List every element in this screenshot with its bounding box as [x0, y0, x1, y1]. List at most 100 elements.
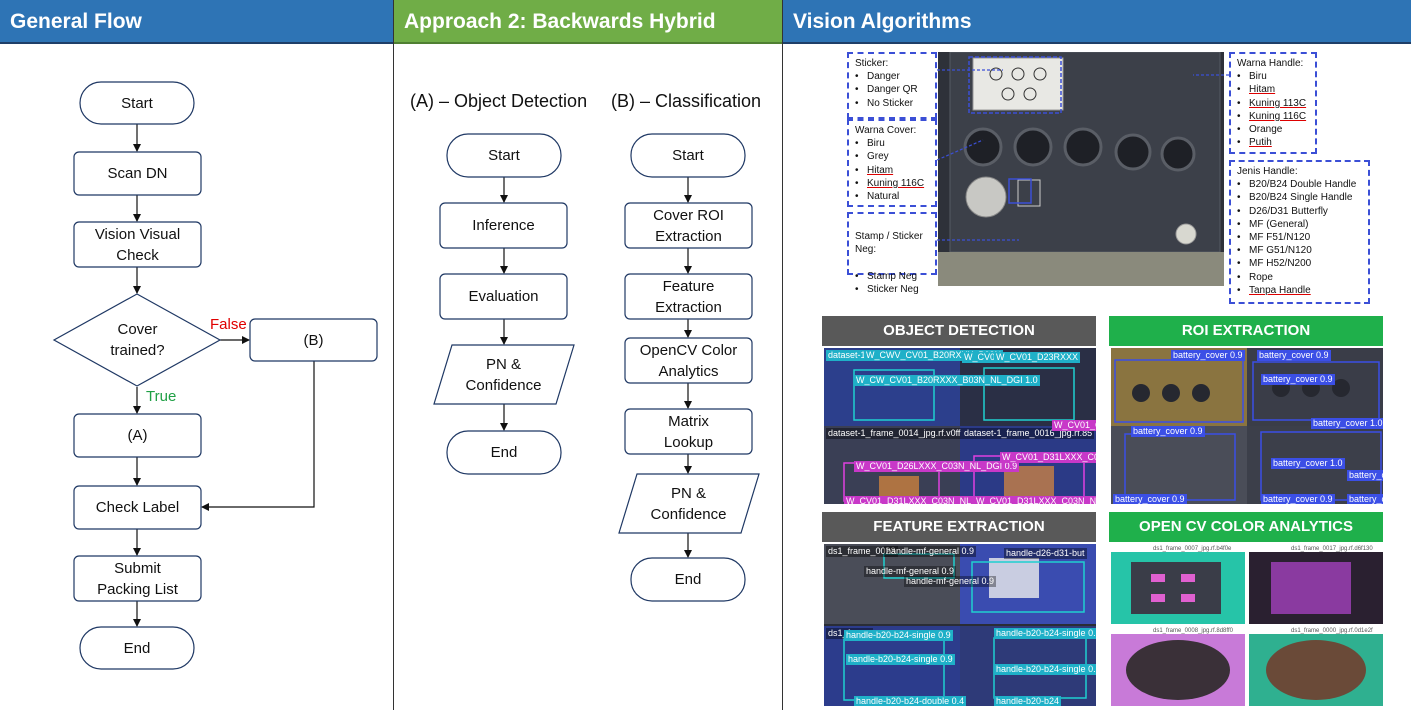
fe-tag: handle-mf-general 0.9 — [904, 576, 997, 587]
annotation-lines — [936, 56, 1229, 241]
approach-a-title: (A) – Object Detection — [410, 91, 588, 111]
jenis-handle-item: MF H52/N200 — [1237, 257, 1362, 270]
sticker-item: No Sticker — [855, 97, 929, 110]
b-feature-node: Feature Extraction — [655, 277, 722, 316]
jenis-handle-title: Jenis Handle: — [1237, 166, 1298, 177]
a-inference-shape — [439, 202, 568, 249]
gf-decision-node: Cover trained? — [110, 321, 165, 359]
jenis-handle-item: MF G51/N120 — [1237, 244, 1362, 257]
od-tag: W_CWV_CV01_B20RXXX_B03N — [864, 350, 1004, 361]
approach-b-title: (B) – Classification — [611, 91, 762, 111]
warna-cover-item: Natural — [855, 190, 929, 203]
stamp-item: Stamp Neg — [855, 270, 929, 283]
od-tag: W_CV0 — [962, 352, 998, 363]
b-pn-node: PN & Confidence — [650, 484, 727, 523]
gf-b-node: (B) — [303, 331, 324, 349]
gf-start-node: Start — [121, 94, 153, 112]
warna-handle-item: Hitam — [1237, 83, 1309, 96]
b-feature-shape — [624, 273, 753, 320]
object-detection-image: dataset-1 W_CWV_CV01_B20RXXX_B03N W_CV0 … — [824, 348, 1096, 504]
jenis-handle-item: B20/B24 Double Handle — [1237, 178, 1362, 191]
opencv-image: ds1_frame_0007_jpg.rf.b4f0e ds1_frame_00… — [1111, 544, 1383, 706]
od-tag: W_CV01_D31LXXX_C0 — [1000, 452, 1096, 463]
stamp-box: Stamp / Sticker Neg: Stamp Neg Sticker N… — [847, 212, 937, 295]
od-tag: W_CV01_D31LXXX_C03N_NL_DG — [974, 496, 1096, 504]
stamp-box-title: Stamp / Sticker Neg: — [855, 231, 923, 256]
gf-vision-check-shape — [73, 221, 202, 268]
cv-tag: ds1_frame_0007_jpg.rf.b4f0e — [1153, 546, 1232, 552]
roi-tag: battery_cover 0.9 — [1171, 350, 1245, 361]
a-evaluation-shape — [439, 273, 568, 320]
roi-tag: battery_cover 0.9 — [1261, 374, 1335, 385]
warna-handle-box: Warna Handle: Biru Hitam Kuning 113C Kun… — [1229, 52, 1317, 154]
jenis-handle-box: Jenis Handle: B20/B24 Double Handle B20/… — [1229, 160, 1370, 304]
b-start-shape — [630, 133, 746, 178]
roi-tag: battery_cover 0.9 — [1113, 494, 1187, 504]
false-label: False — [210, 316, 247, 333]
roi-tag: battery_cover 1.0 — [1311, 418, 1383, 429]
roi-extraction-title: ROI EXTRACTION — [1109, 316, 1383, 346]
b-roi-shape — [624, 202, 753, 249]
roi-tag: battery_cover 0.9 — [1131, 426, 1205, 437]
b-start-node: Start — [672, 147, 704, 164]
b-pn-shape — [618, 473, 760, 534]
approach-header: Approach 2: Backwards Hybrid — [394, 0, 782, 44]
fe-tag: handle-mf-general 0.9 — [864, 566, 957, 577]
approach-column: Approach 2: Backwards Hybrid (A) – Objec… — [394, 0, 783, 710]
roi-tag: battery_cover 0.9 — [1347, 494, 1383, 504]
warna-handle-item: Kuning 113C — [1237, 97, 1309, 110]
a-end-node: End — [490, 444, 518, 461]
true-label: True — [146, 388, 177, 405]
b-opencv-node: OpenCV Color Analytics — [639, 341, 738, 380]
od-tag: W_CW_CV01_B20RXXX_B03N_NL_DGI 1.0 — [854, 375, 1040, 386]
warna-cover-item: Hitam — [855, 164, 929, 177]
roi-tag: battery_cover 1.0 — [1347, 470, 1383, 481]
object-detection-title: OBJECT DETECTION — [822, 316, 1096, 346]
cv-tag: ds1_frame_0008_jpg.rf.8d8ff0 — [1153, 628, 1233, 634]
b-opencv-shape — [624, 337, 753, 384]
fe-tag: handle-b20-b24-single 0.9 — [844, 630, 953, 641]
fe-tag: handle-b20-b24-double 0.4 — [854, 696, 967, 706]
roi-tag: battery_cover 0.9 — [1261, 494, 1335, 504]
jenis-handle-item: MF (General) — [1237, 218, 1362, 231]
gf-check-label-shape — [73, 485, 202, 530]
cv-drawing — [1111, 552, 1383, 706]
jenis-handle-item: Tanpa Handle — [1237, 284, 1362, 297]
fe-tag: handle-b20-b24-single 0.9 — [994, 628, 1096, 639]
sticker-item: Danger QR — [855, 83, 929, 96]
fe-tag: handle-mf-general 0.9 — [884, 546, 977, 557]
warna-cover-item: Grey — [855, 150, 929, 163]
warna-handle-item: Kuning 116C — [1237, 110, 1309, 123]
od-tag: W_CV01_D31LXXX_C03N_NL_DGI — [844, 496, 995, 504]
a-pn-shape — [433, 344, 575, 405]
b-matrix-node: Matrix Lookup — [663, 412, 714, 451]
roi-extraction-image: battery_cover 0.9 battery_cover 0.9 batt… — [1111, 348, 1383, 504]
a-inference-node: Inference — [472, 217, 535, 234]
jenis-handle-item: D26/D31 Butterfly — [1237, 205, 1362, 218]
od-tag: W_CV01_C03 — [1052, 420, 1096, 431]
warna-cover-box: Warna Cover: Biru Grey Hitam Kuning 116C… — [847, 119, 937, 207]
general-flow-diagram — [52, 81, 378, 670]
od-tag: W_CV01_D23RXXX — [994, 352, 1081, 363]
general-flow-connectors — [133, 124, 315, 627]
fe-tag: handle-b20-b24-single 0.9 — [846, 654, 955, 665]
gf-check-label-node: Check Label — [95, 499, 180, 516]
fe-tag: handle-b20-b24 — [994, 696, 1062, 706]
jenis-handle-item: B20/B24 Single Handle — [1237, 191, 1362, 204]
stamp-item: Sticker Neg — [855, 283, 929, 296]
roi-drawing — [1111, 348, 1383, 504]
roi-tag: battery_cover 1.0 — [1271, 458, 1345, 469]
gf-a-node: (A) — [127, 427, 148, 444]
gf-decision-shape — [52, 293, 222, 387]
general-flow-column: General Flow — [0, 0, 394, 710]
gf-submit-shape — [73, 555, 202, 602]
battery-photo — [938, 52, 1224, 286]
gf-end-shape — [79, 626, 195, 670]
a-start-node: Start — [488, 147, 520, 164]
sticker-item: Danger — [855, 70, 929, 83]
sticker-box: Sticker: Danger Danger QR No Sticker — [847, 52, 937, 119]
warna-handle-item: Orange — [1237, 123, 1309, 136]
opencv-title: OPEN CV COLOR ANALYTICS — [1109, 512, 1383, 542]
od-tag: dataset-1_frame_0014_jpg.rf.v0ff — [826, 428, 963, 439]
warna-handle-title: Warna Handle: — [1237, 58, 1304, 69]
